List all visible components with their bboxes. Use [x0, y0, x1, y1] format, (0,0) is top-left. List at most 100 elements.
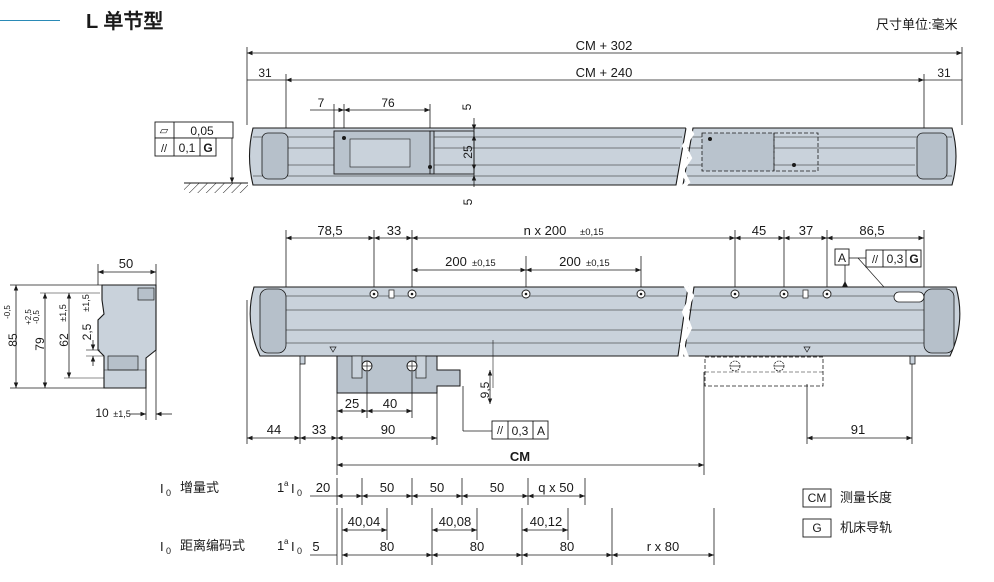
svg-text:0,3: 0,3	[512, 424, 529, 438]
svg-text:a: a	[284, 537, 289, 546]
dim-10: 10	[95, 406, 109, 420]
incremental-label: 增量式	[180, 480, 219, 495]
incremental-reference-row: I 0 增量式 1 a I 0 20 50 50 50 q x 50	[160, 478, 586, 505]
svg-text:-0,5: -0,5	[3, 305, 12, 319]
svg-text:r x 80: r x 80	[647, 539, 680, 554]
dim-9-5: 9,5	[478, 381, 492, 398]
section-profile	[97, 284, 157, 389]
dim-section-width: 50	[119, 256, 133, 271]
tolerance-frame-parallel: // 0,1 G	[154, 137, 217, 157]
svg-text:机床导轨: 机床导轨	[840, 520, 892, 535]
svg-text:A: A	[537, 424, 545, 438]
flatness-icon: ▱	[160, 125, 169, 137]
svg-text:0,05: 0,05	[190, 124, 214, 138]
svg-text:+2,5: +2,5	[24, 309, 33, 325]
dim-overall-length: CM + 302	[576, 38, 633, 53]
svg-text:±0,15: ±0,15	[586, 258, 610, 269]
dim-40: 40	[383, 396, 397, 411]
dim-end-left: 31	[258, 66, 272, 80]
svg-text:I: I	[291, 539, 295, 554]
dim-33-bottom: 33	[312, 422, 326, 437]
dim-76: 76	[381, 96, 395, 110]
side-scale-body-right	[683, 286, 961, 357]
dim-25: 25	[345, 396, 359, 411]
dim-44: 44	[267, 422, 281, 437]
svg-text:40,04: 40,04	[348, 514, 381, 529]
svg-text:0,1: 0,1	[179, 141, 196, 155]
svg-text:80: 80	[560, 539, 574, 554]
svg-text:50: 50	[380, 480, 394, 495]
dim-79: 79	[33, 337, 47, 351]
svg-text:I: I	[291, 481, 295, 496]
dim-cm: CM	[510, 449, 530, 464]
tolerance-frame-flatness: ▱ 0,05	[154, 121, 234, 139]
dim-end-right: 31	[937, 66, 951, 80]
svg-text:0: 0	[297, 488, 302, 498]
svg-text:20: 20	[316, 480, 330, 495]
svg-text:±1,5: ±1,5	[81, 294, 91, 311]
dim-45: 45	[752, 223, 766, 238]
dim-90: 90	[381, 422, 395, 437]
dim-200-a: 200	[445, 254, 467, 269]
unit-label: 尺寸单位:毫米	[876, 17, 958, 32]
svg-text:±1,5: ±1,5	[113, 409, 130, 419]
page-title: L 单节型	[86, 11, 164, 33]
svg-text:80: 80	[470, 539, 484, 554]
dim-78-5: 78,5	[317, 223, 342, 238]
svg-text:40,12: 40,12	[530, 514, 563, 529]
datum-a: A	[838, 251, 846, 265]
dim-37: 37	[799, 223, 813, 238]
distance-coded-reference-row: I 0 距离编码式 1 a I 0 40,04 40,08 40,12 5 80…	[160, 508, 715, 565]
svg-text:-0,5: -0,5	[32, 310, 41, 324]
svg-text:±0,15: ±0,15	[580, 227, 604, 238]
svg-text:±1,5: ±1,5	[58, 304, 68, 321]
dim-7: 7	[318, 96, 325, 110]
tolerance-frame-parallel-a: // 0,3 A	[491, 420, 549, 440]
svg-text:测量长度: 测量长度	[840, 490, 892, 505]
coded-label: 距离编码式	[180, 538, 245, 553]
dim-v-5-top: 5	[460, 103, 474, 110]
svg-text:50: 50	[490, 480, 504, 495]
svg-text:1: 1	[277, 538, 284, 553]
top-view: CM + 302 CM + 240 31 31 7 76	[154, 38, 963, 205]
svg-text:±0,15: ±0,15	[472, 258, 496, 269]
dim-n-x-200: n x 200	[524, 223, 567, 238]
svg-text:G: G	[909, 252, 918, 266]
svg-text:50: 50	[430, 480, 444, 495]
svg-text:G: G	[812, 521, 821, 535]
svg-text:0: 0	[166, 546, 171, 556]
tolerance-frame-parallel-g: // 0,3 G	[857, 249, 922, 297]
dim-inner-length: CM + 240	[576, 65, 633, 80]
dim-62: 62	[57, 333, 71, 347]
parallel-icon: //	[497, 425, 504, 437]
dim-200-b: 200	[559, 254, 581, 269]
svg-text:G: G	[203, 141, 212, 155]
svg-text:5: 5	[312, 539, 319, 554]
svg-text:0,3: 0,3	[887, 252, 904, 266]
legend-item-g: G 机床导轨	[802, 518, 892, 538]
dim-91: 91	[851, 422, 865, 437]
parallel-icon: //	[872, 254, 879, 266]
dim-86-5: 86,5	[859, 223, 884, 238]
dim-33-top: 33	[387, 223, 401, 238]
side-view: 78,5 33 n x 200 ±0,15 45 37 86,5 200 ±0,…	[246, 223, 961, 475]
svg-text:0: 0	[166, 488, 171, 498]
parallel-icon: //	[161, 143, 168, 155]
svg-text:1: 1	[277, 480, 284, 495]
svg-text:0: 0	[297, 546, 302, 556]
svg-text:a: a	[284, 479, 289, 488]
dim-2-5: 2,5	[80, 323, 94, 340]
svg-text:I: I	[160, 539, 164, 554]
section-view: 50 85 -0,5 79 +2,5 -0,5 62 ±1,5 2,5 ±1,5…	[3, 256, 172, 420]
svg-text:40,08: 40,08	[439, 514, 472, 529]
svg-text:q x 50: q x 50	[538, 480, 573, 495]
dim-v-5-bottom: 5	[461, 198, 475, 205]
svg-text:CM: CM	[808, 491, 827, 505]
svg-text:80: 80	[380, 539, 394, 554]
legend-item-cm: CM 测量长度	[802, 488, 892, 508]
legend: CM 测量长度 G 机床导轨	[802, 488, 892, 538]
title-rule	[0, 20, 60, 21]
svg-text:I: I	[160, 481, 164, 496]
side-scale-body-left	[249, 286, 689, 357]
